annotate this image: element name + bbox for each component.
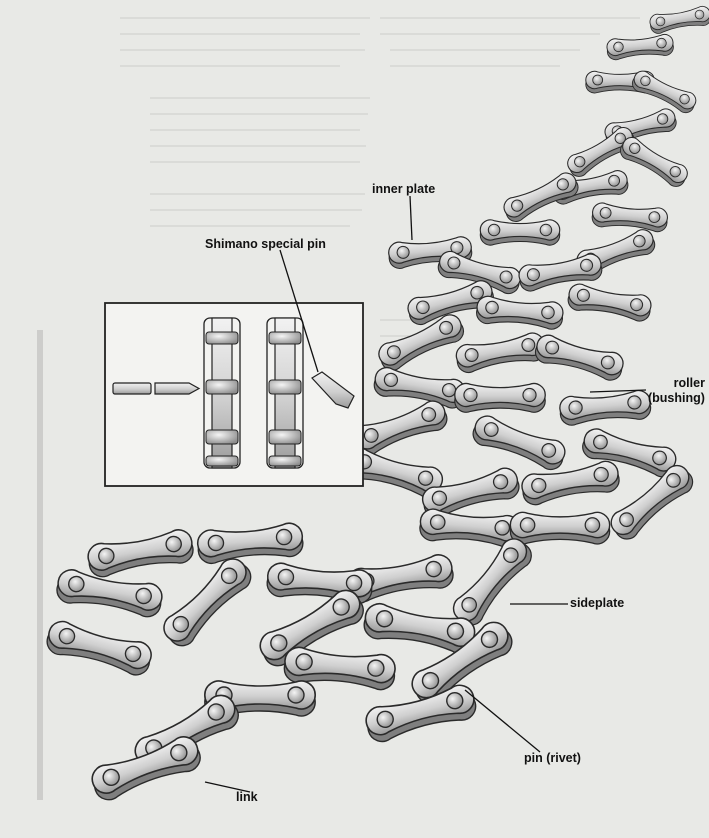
link-label: link (236, 790, 258, 804)
pin-rivet-label: pin (rivet) (524, 751, 581, 765)
roller-label: roller (bushing) (648, 376, 705, 406)
shimano-special-pin-label: Shimano special pin (205, 237, 326, 251)
roller-label-line2: (bushing) (648, 391, 705, 405)
inner-plate-label: inner plate (372, 182, 436, 196)
sideplate-label: sideplate (570, 596, 625, 610)
callout-lines (204, 195, 647, 793)
shimano-pin-inset (104, 302, 364, 487)
background-page-text (37, 17, 640, 800)
roller-label-line1: roller (673, 376, 705, 390)
